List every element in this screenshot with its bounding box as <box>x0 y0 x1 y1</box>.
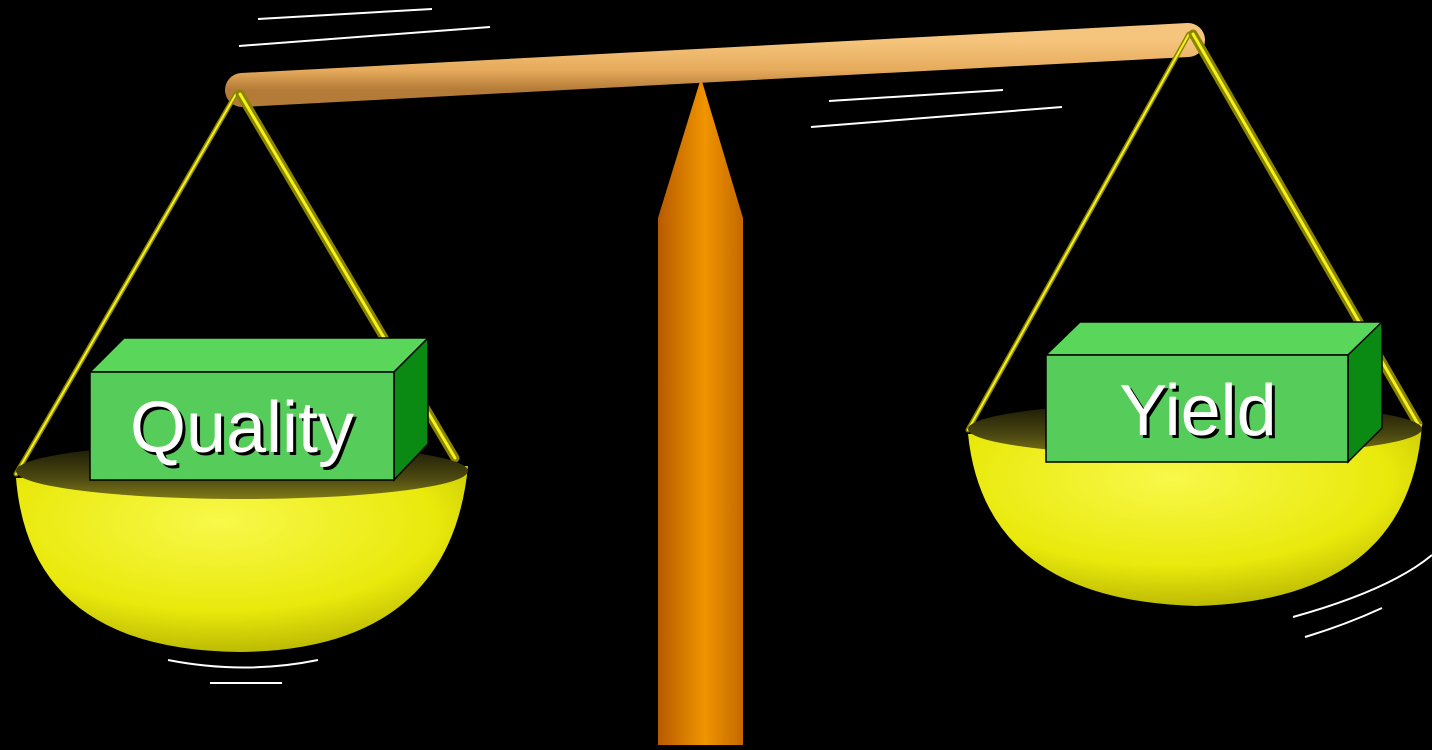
scale-beam <box>225 23 1205 107</box>
yield-label: Yield <box>1119 371 1276 451</box>
yield-box: Yield Yield <box>1044 320 1384 464</box>
left-pan-assembly: Quality Quality <box>13 89 468 652</box>
motion-lines <box>167 8 1432 684</box>
quality-box: Quality Quality <box>88 336 430 482</box>
left-pan-bowl <box>16 466 468 652</box>
yield-label-shadow: Yield <box>1122 374 1279 454</box>
right-pan-assembly: Yield Yield <box>965 29 1423 606</box>
scale-post <box>658 78 743 745</box>
quality-label-shadow: Quality <box>133 391 357 471</box>
quality-label: Quality <box>130 388 354 468</box>
right-pan-bowl <box>968 424 1422 606</box>
